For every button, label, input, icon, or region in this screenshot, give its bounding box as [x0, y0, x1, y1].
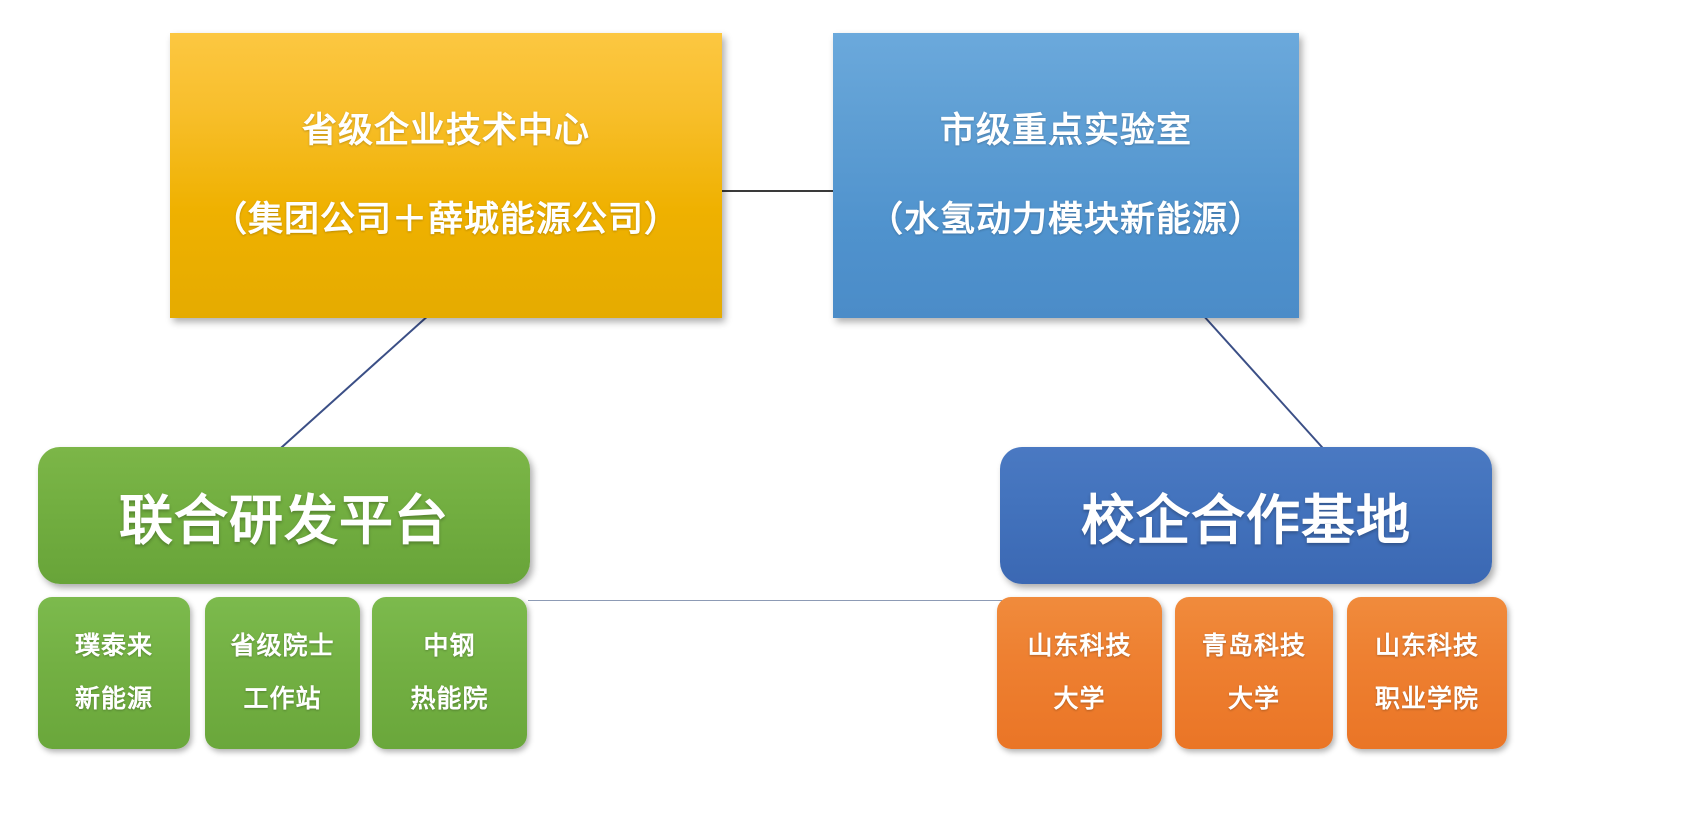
leaf-sdzy-line-2: 职业学院 — [1374, 685, 1479, 713]
connector-municipal-lab-to-school-base — [1201, 313, 1331, 457]
leaf-node-shandong-vocational-college-of-science-and-technology[interactable]: 山东科技 职业学院 — [1347, 597, 1507, 749]
connector-provincial-center-to-municipal-lab — [722, 190, 835, 192]
leaf-node-zhonggang-thermal-energy-institute[interactable]: 中钢 热能院 — [372, 597, 527, 749]
leaf-academician-line-2: 工作站 — [243, 685, 322, 713]
leaf-sdust-line-2: 大学 — [1053, 685, 1106, 713]
node-school-enterprise-cooperation-base[interactable]: 校企合作基地 — [1000, 447, 1492, 584]
leaf-zhonggang-line-1: 中钢 — [423, 631, 476, 660]
leaf-putailai-line-1: 璞泰来 — [74, 631, 153, 660]
node-joint-rd-platform[interactable]: 联合研发平台 — [38, 447, 530, 584]
leaf-zhonggang-line-2: 热能院 — [410, 685, 489, 713]
node-provincial-center-line-2: （集团公司＋薛城能源公司） — [211, 199, 680, 239]
leaf-node-qingdao-university-of-science-and-technology[interactable]: 青岛科技 大学 — [1175, 597, 1333, 749]
connector-provincial-center-to-joint-platform — [271, 313, 431, 457]
leaf-qust-line-1: 青岛科技 — [1201, 631, 1306, 660]
leaf-putailai-line-2: 新能源 — [74, 685, 153, 713]
node-school-enterprise-base-label: 校企合作基地 — [1081, 491, 1411, 551]
leaf-academician-line-1: 省级院士 — [230, 631, 335, 660]
node-municipal-lab-line-2: （水氢动力模块新能源） — [867, 199, 1264, 239]
leaf-node-provincial-academician-workstation[interactable]: 省级院士 工作站 — [205, 597, 360, 749]
node-provincial-center-line-1: 省级企业技术中心 — [301, 111, 590, 151]
leaf-sdzy-line-1: 山东科技 — [1374, 631, 1479, 660]
node-municipal-lab-line-1: 市级重点实验室 — [939, 111, 1192, 151]
leaf-qust-line-2: 大学 — [1227, 685, 1280, 713]
leaf-sdust-line-1: 山东科技 — [1027, 631, 1132, 660]
node-joint-rd-platform-label: 联合研发平台 — [119, 491, 449, 551]
connector-joint-platform-to-school-base — [528, 600, 1002, 601]
leaf-node-putailai-new-energy[interactable]: 璞泰来 新能源 — [38, 597, 190, 749]
node-municipal-key-laboratory[interactable]: 市级重点实验室 （水氢动力模块新能源） — [833, 33, 1299, 318]
leaf-node-shandong-university-of-science-and-technology[interactable]: 山东科技 大学 — [997, 597, 1162, 749]
node-provincial-enterprise-technology-center[interactable]: 省级企业技术中心 （集团公司＋薛城能源公司） — [170, 33, 722, 318]
